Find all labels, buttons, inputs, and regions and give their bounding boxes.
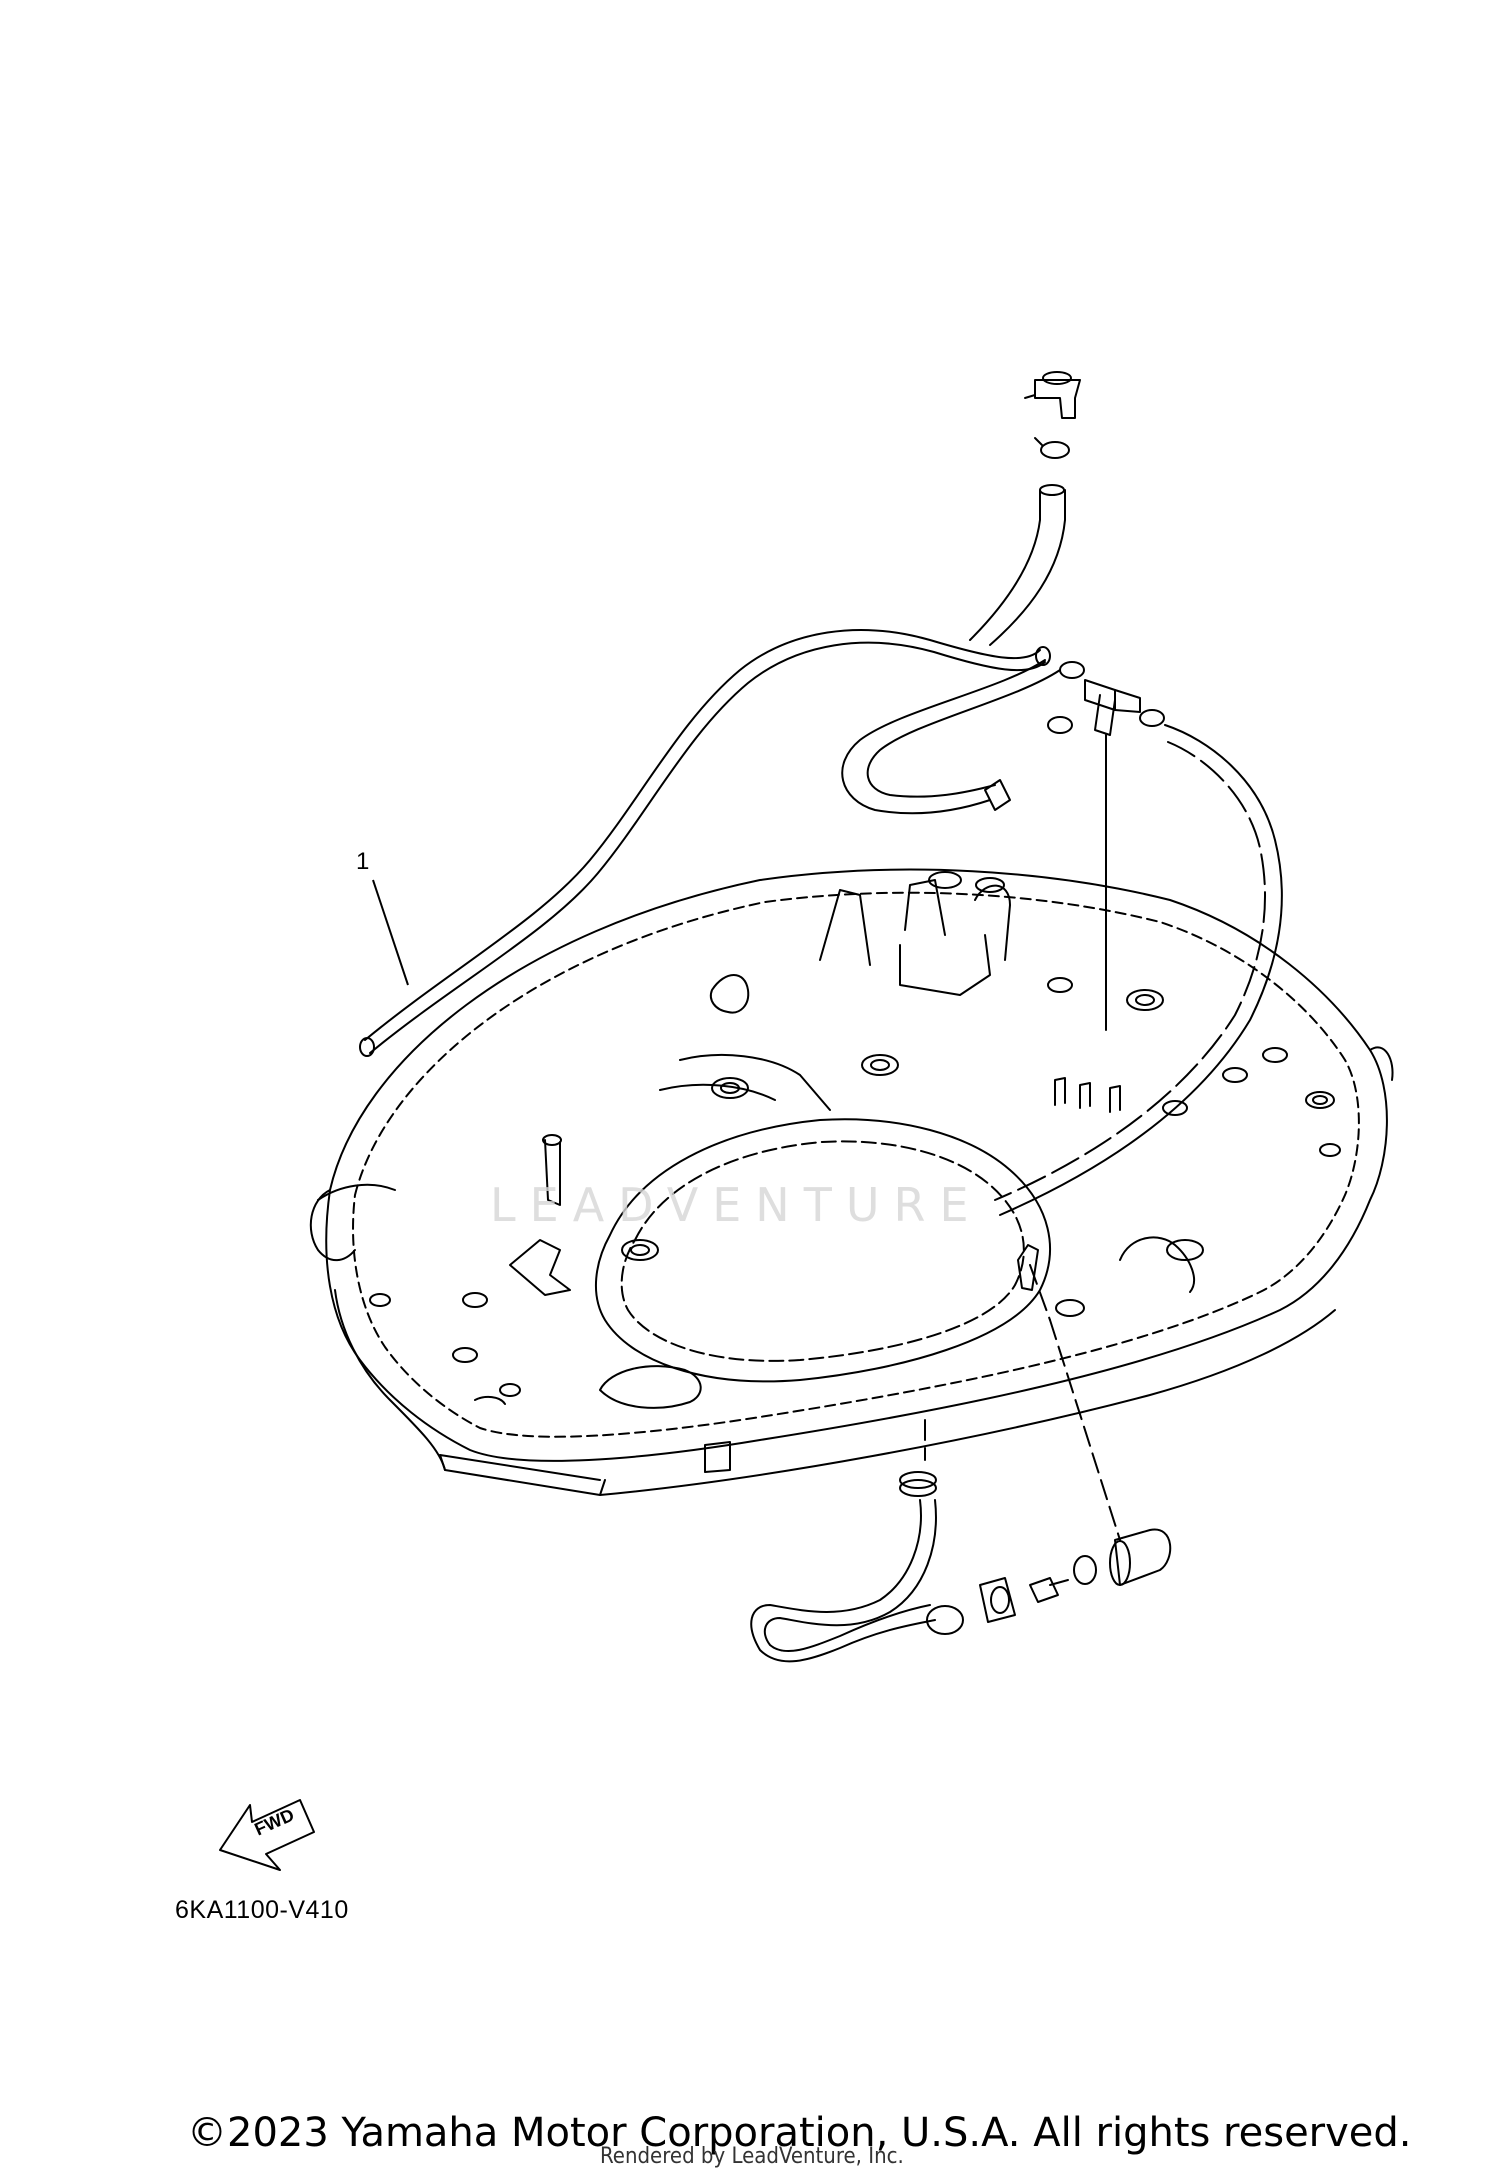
- bottom-cowling: [309, 868, 1394, 1496]
- mounting-bosses: [369, 977, 1341, 1397]
- copyright-text: ©2023 Yamaha Motor Corporation, U.S.A. A…: [187, 2110, 1412, 2156]
- figure-code: 6KA1100-V410: [175, 1896, 349, 1924]
- lower-fittings: [750, 1244, 1172, 1663]
- callout-number-1: 1: [356, 848, 370, 875]
- fwd-direction-icon: [219, 1799, 315, 1871]
- hose-assembly: [359, 629, 1051, 1057]
- upper-fittings: [841, 371, 1283, 1541]
- watermark: LEADVENTURE: [490, 1178, 983, 1232]
- rendered-by-text: Rendered by LeadVenture, Inc.: [600, 2144, 904, 2169]
- hose-end-icon: [359, 1037, 375, 1057]
